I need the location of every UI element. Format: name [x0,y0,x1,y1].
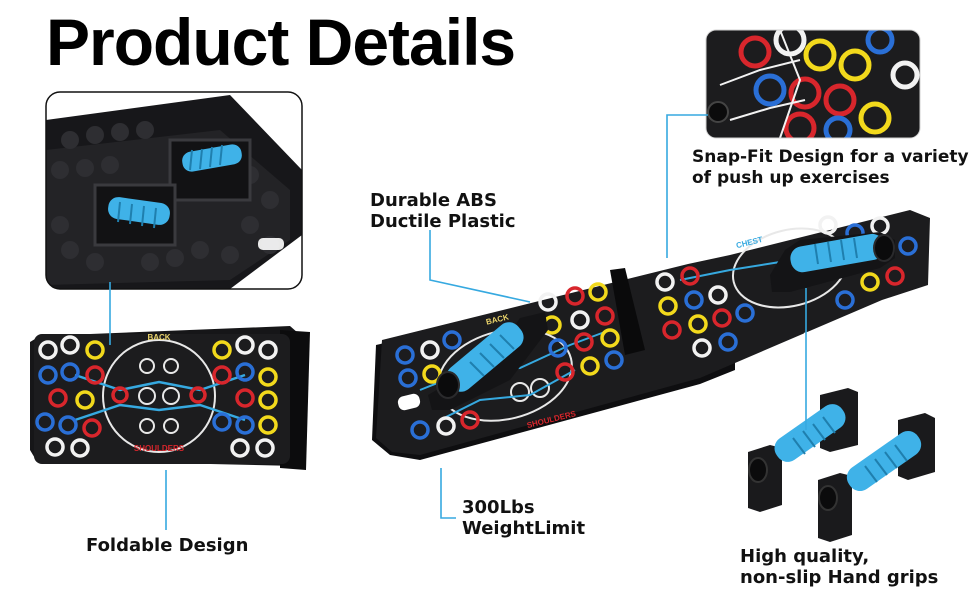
handle-right [770,232,895,292]
board-label-shoulders: SHOULDERS [134,444,185,453]
unfolded-board: BACK SHOULDERS CHEST TRICEPS [372,210,930,460]
board-label-back: BACK [147,333,170,342]
callout-foldable-design: Foldable Design [86,535,249,556]
folded-board-inset [45,91,303,290]
page-title: Product Details [46,5,516,79]
callout-abs-plastic: Durable ABS Ductile Plastic [370,190,516,232]
handle-left [428,312,548,410]
spare-handle-1 [748,388,858,512]
callout-hand-grips: High quality, non-slip Hand grips [740,546,939,588]
spare-handles [748,388,935,542]
spare-handle-2 [818,413,935,542]
callout-weight-limit: 300Lbs WeightLimit [462,497,586,539]
callout-lines [109,114,807,530]
folded-board: BACK SHOULDERS [30,326,310,470]
snapfit-inset [705,29,921,139]
callout-line-weight [440,468,456,519]
callout-line-abs [429,230,531,303]
callout-snapfit: Snap-Fit Design for a variety of push up… [692,147,969,188]
callout-line-snapfit [666,114,708,258]
